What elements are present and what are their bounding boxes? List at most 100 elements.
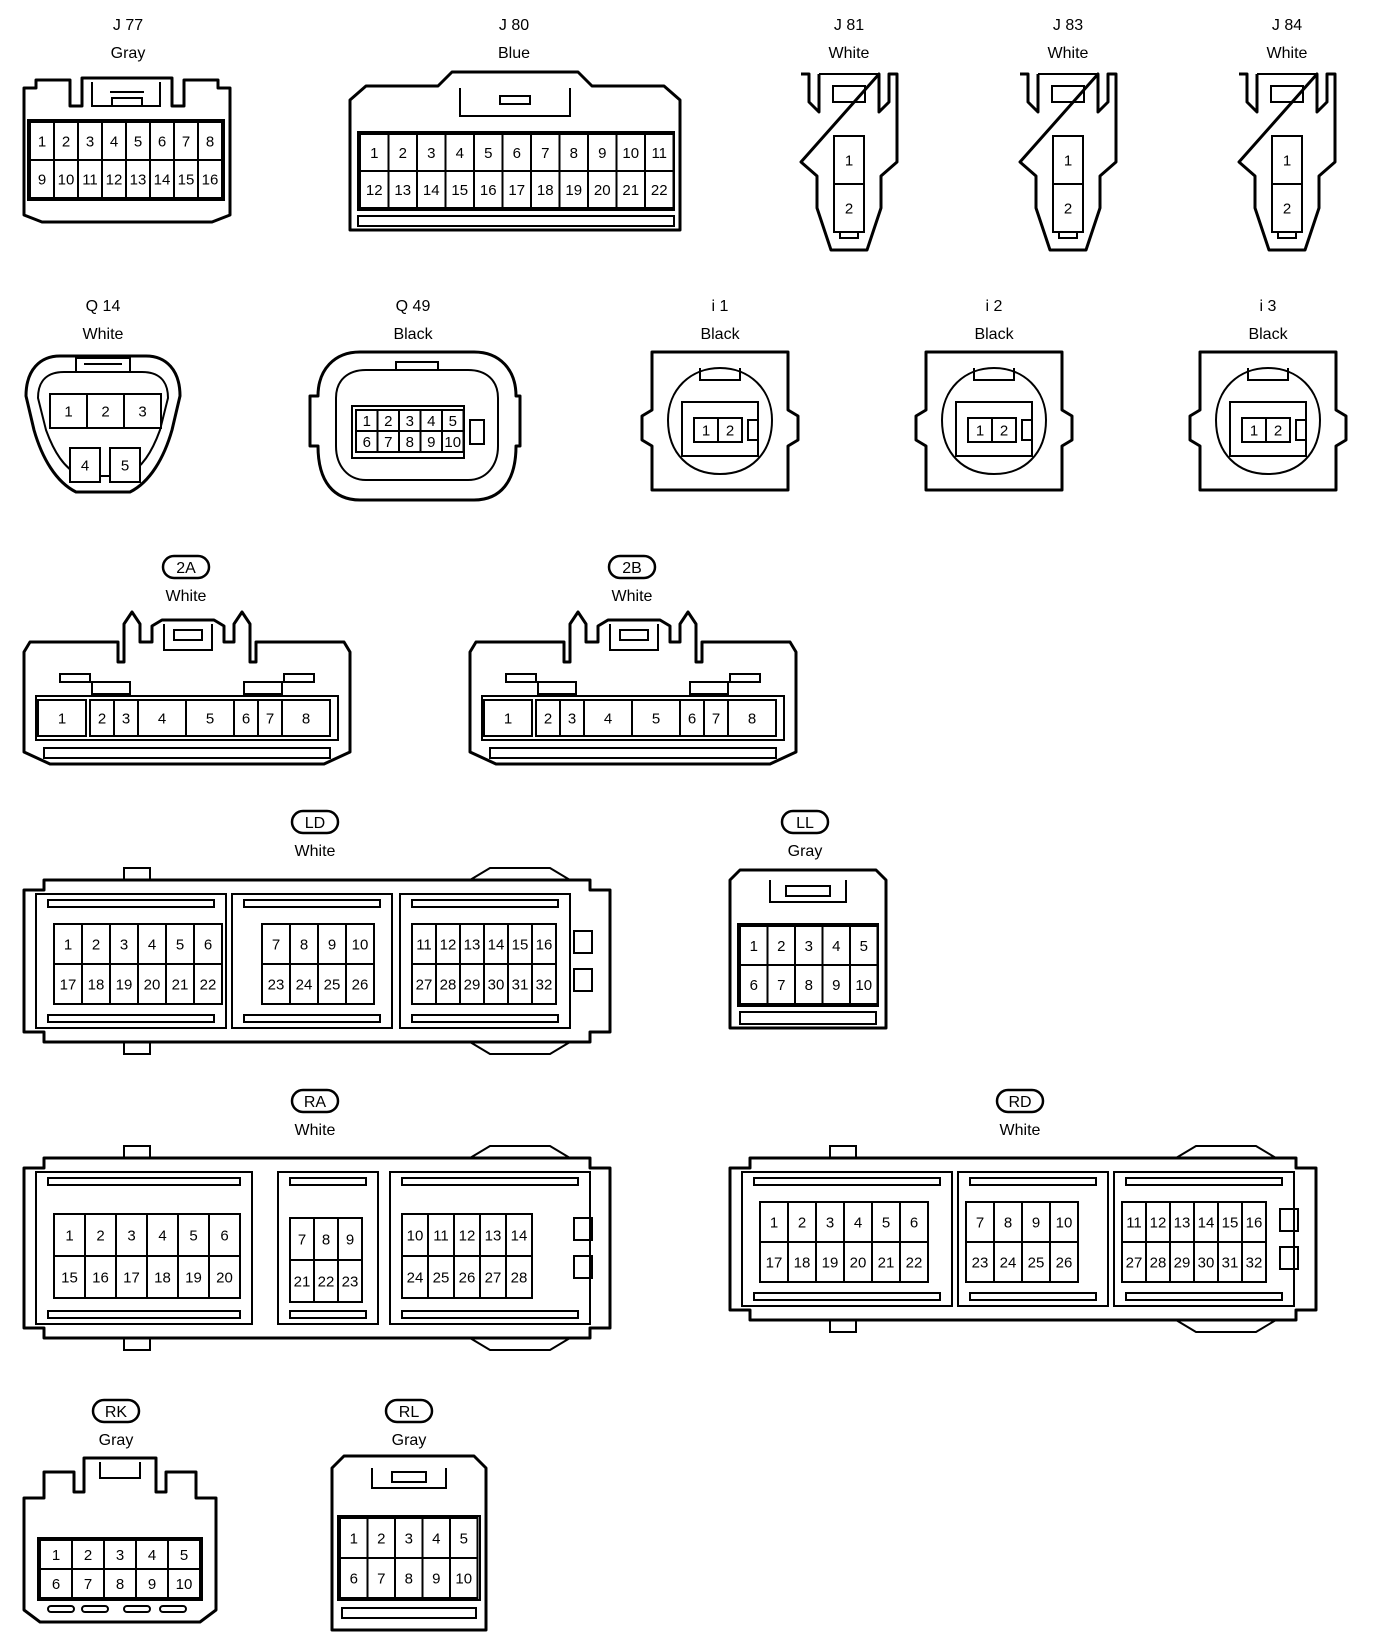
rk-latch — [99, 1462, 141, 1479]
ra-pin-number: 25 — [433, 1270, 450, 1287]
ld-pin-number: 29 — [464, 977, 481, 994]
j77-pin-number: 2 — [62, 134, 70, 151]
2a-ledge-left — [91, 681, 131, 695]
j83-pin-number: 2 — [1064, 201, 1072, 218]
rd-pin-cavity — [1217, 1241, 1243, 1283]
ld-pin-cavity — [345, 923, 375, 965]
i3-connector-id: i 3 — [1260, 298, 1277, 315]
ra-id-badge — [290, 1088, 340, 1114]
ld-pin-number: 20 — [144, 977, 161, 994]
j77-pin-number: 8 — [206, 134, 214, 151]
i3-pin-number: 2 — [1274, 423, 1282, 440]
2a-pin-number: 5 — [206, 711, 214, 728]
rd-pin-number: 18 — [794, 1255, 811, 1272]
rd-pin-cavity — [759, 1241, 789, 1283]
ld-pin-number: 11 — [416, 937, 432, 954]
j80-pin-number: 16 — [480, 182, 497, 199]
2b-pin-cavity — [535, 699, 561, 737]
j80-pin-cavity — [644, 170, 675, 209]
i2-side-key — [1021, 419, 1033, 441]
j77-pin-cavity — [149, 159, 175, 199]
i2-pin-cavity — [991, 417, 1017, 443]
j80-pin-cavity — [444, 133, 475, 172]
2a-rib-left — [59, 673, 91, 683]
ll-pin-number: 2 — [777, 938, 785, 955]
i2-pin-number: 1 — [976, 423, 984, 440]
ld-pin-number: 16 — [536, 937, 553, 954]
j77-pin-cavity — [53, 121, 79, 161]
rd-pin-number: 11 — [1126, 1215, 1142, 1232]
ld-pin-number: 21 — [172, 977, 189, 994]
rk-pin-number: 5 — [180, 1547, 188, 1564]
ll-housing — [728, 868, 888, 1030]
q14-latch — [75, 357, 131, 372]
j80-pin-number: 8 — [570, 145, 578, 162]
ld-section-2 — [231, 893, 393, 1029]
ra-housing — [22, 1156, 612, 1340]
j80-pin-cavity — [473, 170, 504, 209]
ll-pin-cavity — [766, 925, 796, 966]
j77-pin-cavity — [29, 121, 55, 161]
i2-inner — [940, 366, 1048, 476]
rd-pin-number: 8 — [1004, 1215, 1012, 1232]
ra-section-3-bottom-rib — [401, 1310, 579, 1319]
ra-pin-number: 21 — [294, 1274, 311, 1291]
ll-pin-cavity — [821, 964, 851, 1005]
i1-housing — [640, 350, 800, 492]
rk-cavity-frame — [37, 1537, 203, 1601]
q49-pin-cavity — [441, 430, 465, 453]
ra-pin-number: 28 — [511, 1270, 528, 1287]
2a-pin-number: 1 — [58, 711, 66, 728]
i2-connector-id: i 2 — [986, 298, 1003, 315]
ld-pin-number: 22 — [200, 977, 217, 994]
i3-inner-ring — [1229, 401, 1307, 457]
j80-pin-number: 5 — [484, 145, 492, 162]
ld-pin-cavity — [261, 963, 291, 1005]
rk-pin-number: 10 — [176, 1576, 193, 1593]
ld-bottom-tab — [123, 1041, 151, 1055]
rd-section-3-bottom-rib — [1125, 1292, 1283, 1301]
rd-pin-cavity — [1193, 1241, 1219, 1283]
j80-housing — [348, 70, 682, 232]
ra-section-1-top-rib — [47, 1177, 241, 1186]
ld-pin-cavity — [193, 963, 223, 1005]
j84-connector-id: J 84 — [1272, 17, 1302, 34]
rd-pin-cavity — [1049, 1241, 1079, 1283]
ra-section-1 — [35, 1171, 253, 1325]
2b-pin-number: 6 — [688, 711, 696, 728]
i1-housing-color: Black — [700, 326, 740, 343]
rd-bottom-tab — [829, 1319, 857, 1333]
j77-pin-cavity — [29, 159, 55, 199]
rd-pin-cavity — [1021, 1241, 1051, 1283]
rl-pin-number: 2 — [377, 1531, 385, 1548]
rd-end-key-2 — [1279, 1246, 1299, 1270]
j80-pin-number: 11 — [651, 145, 667, 162]
rk-pin-number: 8 — [116, 1576, 124, 1593]
rd-pin-number: 21 — [878, 1255, 895, 1272]
q14-pin-number: 5 — [121, 458, 129, 475]
ld-pin-number: 12 — [440, 937, 457, 954]
rd-section-1 — [741, 1171, 953, 1307]
q14-pin-number: 4 — [81, 458, 89, 475]
i1-pin-number: 1 — [702, 423, 710, 440]
j80-pin-number: 2 — [399, 145, 407, 162]
j77-pin-number: 12 — [106, 172, 123, 189]
rd-pin-cavity — [899, 1241, 929, 1283]
rd-pin-cavity — [759, 1201, 789, 1243]
ra-section-2-top-rib — [289, 1177, 367, 1186]
ra-pin-cavity — [337, 1217, 363, 1261]
2a-pin-cavity — [37, 699, 87, 737]
ld-pin-number: 15 — [512, 937, 529, 954]
ld-housing — [22, 878, 612, 1044]
i1-inner — [666, 366, 774, 476]
rd-section-3 — [1113, 1171, 1295, 1307]
q49-pin-number: 8 — [406, 434, 414, 451]
j80-pin-number: 21 — [622, 182, 639, 199]
q14-pin-number: 1 — [64, 404, 72, 421]
ld-pin-cavity — [531, 963, 557, 1005]
j80-base-rail — [357, 215, 675, 227]
j84-housing — [1237, 72, 1337, 252]
rd-pin-number: 23 — [972, 1255, 989, 1272]
j81-connector-id: J 81 — [834, 17, 864, 34]
ra-housing-step-bottom — [469, 1337, 571, 1351]
